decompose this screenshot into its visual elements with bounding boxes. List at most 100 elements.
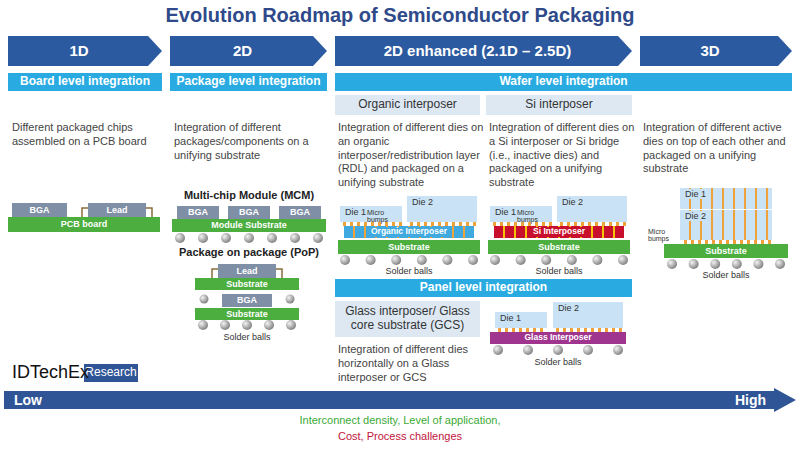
die: Die 2	[407, 196, 477, 222]
logo-box: Research	[84, 364, 138, 382]
chip-package: BGA	[279, 206, 321, 219]
node-text: Substrate	[538, 242, 580, 252]
substrate-layer: Substrate	[195, 308, 299, 320]
callout-label: Solder balls	[195, 332, 299, 343]
category-box: Organic interposer	[335, 95, 480, 115]
node-text: BGA	[30, 205, 50, 215]
die: Die 2	[553, 302, 623, 328]
node-text: Research	[85, 366, 136, 380]
glass-interposer: Glass Interposer	[490, 332, 626, 344]
solder-ball	[220, 320, 230, 330]
solder-ball	[490, 255, 500, 265]
si-interposer: Si Interposer	[494, 226, 624, 238]
node-text: Die 1	[498, 313, 523, 323]
solder-ball	[583, 345, 593, 355]
section-label: Multi-chip Module (MCM)	[172, 189, 326, 203]
callout-label: Solder balls	[490, 357, 626, 368]
solder-ball	[198, 320, 208, 330]
node-text: 2D	[233, 42, 252, 59]
node-text: Organic Interposer	[369, 227, 449, 237]
solder-ball	[286, 295, 295, 304]
node-text: Glass Interposer	[524, 333, 591, 343]
category-box: Glass interposer/ Glass core substrate (…	[335, 301, 480, 337]
node-text: 1D	[69, 42, 88, 59]
solder-ball	[313, 233, 323, 243]
solder-ball	[175, 233, 185, 243]
node-text: BGA	[290, 207, 310, 217]
node-text: Si Interposer	[531, 227, 587, 237]
solder-ball	[366, 255, 376, 265]
node-text: Lead	[106, 205, 127, 215]
solder-ball	[732, 259, 742, 269]
solder-ball	[286, 320, 296, 330]
node-text: Die 2	[560, 197, 585, 207]
die: Die 1	[680, 188, 772, 209]
description: Different packaged chips assembled on a …	[12, 121, 162, 149]
die: Die 2	[557, 196, 627, 222]
solder-ball	[290, 233, 300, 243]
chip-package: BGA	[177, 206, 219, 219]
stage-arrow: 2D	[170, 36, 327, 66]
stage-arrow: 3D	[640, 36, 792, 66]
solder-ball	[667, 259, 677, 269]
node-text: Board level integration	[20, 75, 150, 89]
description: Integration of different dies on a Si in…	[489, 121, 635, 190]
stage-arrow: 2D enhanced (2.1D – 2.5D)	[335, 36, 632, 66]
solder-ball	[198, 233, 208, 243]
solder-ball	[689, 259, 699, 269]
stage-arrow: 1D	[8, 36, 162, 66]
node-text: Glass interposer/ Glass core substrate (…	[340, 305, 475, 333]
node-text: Substrate	[226, 279, 268, 289]
solder-ball	[244, 233, 254, 243]
chip-package: BGA	[222, 294, 272, 307]
solder-ball	[710, 259, 720, 269]
node-text: Die 2	[556, 303, 581, 313]
solder-ball	[242, 320, 252, 330]
node-text: Die 1	[683, 189, 708, 199]
chip-package: Lead	[218, 264, 276, 278]
node-text: Die 2	[683, 211, 708, 221]
solder-ball	[417, 255, 427, 265]
solder-ball	[523, 345, 533, 355]
description: Integration of different packages/compon…	[174, 121, 326, 162]
solder-ball	[493, 345, 503, 355]
die: Die 2	[680, 210, 772, 240]
substrate-layer: Substrate	[195, 278, 299, 290]
chip-package: BGA	[228, 206, 270, 219]
node-text: 2D enhanced (2.1D – 2.5D)	[384, 42, 572, 59]
solder-ball	[267, 233, 277, 243]
solder-ball	[340, 255, 350, 265]
section-label: Package on package (PoP)	[172, 246, 326, 260]
node-text: BGA	[188, 207, 208, 217]
solder-ball	[200, 295, 209, 304]
node-text: Substrate	[388, 242, 430, 252]
callout-label: Micro bumps	[517, 209, 555, 224]
solder-ball	[541, 255, 551, 265]
node-text: Die 2	[410, 197, 435, 207]
solder-ball	[264, 320, 274, 330]
substrate-layer: Substrate	[488, 240, 630, 254]
node-text: High	[735, 392, 766, 408]
arrow-shape	[4, 388, 796, 412]
organic-interposer: Organic Interposer	[344, 226, 474, 238]
node-text: BGA	[239, 207, 259, 217]
logo-text: IDTechEx	[12, 361, 84, 384]
solder-ball	[553, 345, 563, 355]
solder-ball	[221, 233, 231, 243]
node-text: Package level integration	[176, 75, 320, 89]
substrate-layer: Module Substrate	[172, 219, 326, 232]
description: Integration of different active dies on …	[643, 121, 791, 176]
callout-label: Solder balls	[488, 266, 630, 277]
substrate-layer: PCB board	[8, 217, 160, 232]
node-text: Die 1	[493, 207, 518, 217]
node-text: Lead	[236, 266, 257, 276]
node-text: Substrate	[226, 309, 268, 319]
die: Die 1	[495, 312, 547, 328]
description: Integration of different dies horizontal…	[338, 343, 486, 384]
scale-note: Interconnect density, Level of applicati…	[0, 414, 800, 428]
category-box: Si interposer	[486, 95, 632, 115]
node-text: Organic interposer	[358, 98, 457, 112]
node-text: 3D	[700, 42, 719, 59]
callout-label: Solder balls	[338, 266, 480, 277]
node-text: BGA	[237, 295, 257, 305]
